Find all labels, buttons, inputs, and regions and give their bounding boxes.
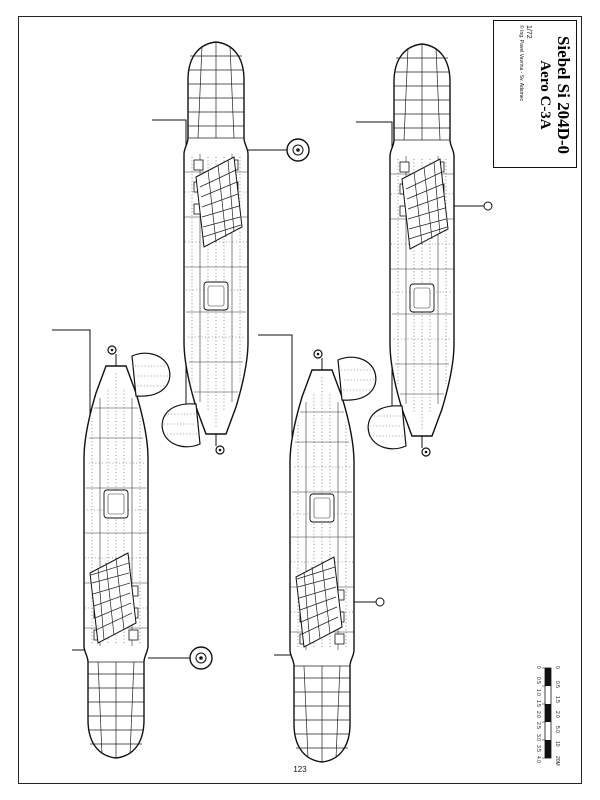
scale-meter-label: 2.0 [554,711,560,718]
scale-meter-label: 0.5 [554,681,560,688]
title-text-group: Siebel Si 204D-0 Aero C-3A 1/72 © Ing. P… [495,22,577,168]
scale-bar [542,667,552,759]
title-block: Siebel Si 204D-0 Aero C-3A 1/72 © Ing. P… [493,20,577,168]
scale-tick-label: 3.0 [535,733,541,741]
page-number: 123 [293,765,307,774]
scale-tick-label: 2.5 [535,722,541,730]
scale-tick-label: 1.5 [535,699,541,707]
scale-meter-label: 5.0 [554,726,560,733]
scale-tick-label: 0 [535,666,541,669]
scale-meter-label: 1.5 [554,696,560,703]
page-border [18,16,582,784]
scale-tick-label: 1.0 [535,688,541,696]
scale-meter-label: 0 [554,666,560,669]
scale-meter-label: 20M [554,756,560,766]
scale-meter-label: 10 [554,741,560,747]
title-meta: 1/72 © Ing. Pavel Vavrina - Sv. Adamec [517,19,533,171]
drawing-scale: 1/72 [525,25,532,39]
drawing-credit: © Ing. Pavel Vavrina - Sv. Adamec [518,25,524,102]
aircraft-title: Siebel Si 204D-0 [554,35,573,155]
lower-middle-view [289,349,385,763]
far-right-view [367,43,493,457]
scale-tick-label: 3.5 [535,744,541,752]
scale-tick-label: 2.0 [535,711,541,718]
lower-left-view [83,345,213,759]
scale-tick-label: 4.0 [535,756,541,763]
aircraft-subtitle: Aero C-3A [537,60,553,130]
upper-right-view [161,41,310,455]
scale-tick-label: 0.5 [535,677,541,685]
